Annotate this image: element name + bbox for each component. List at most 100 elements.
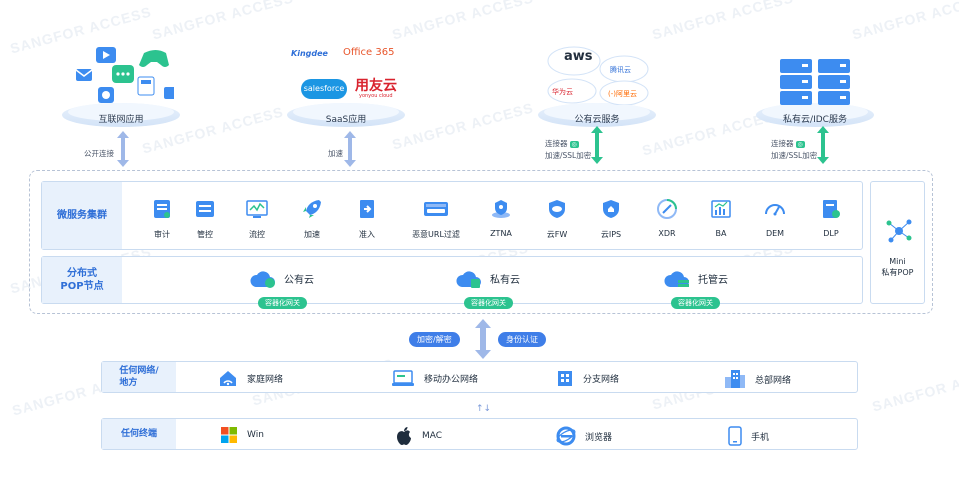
gateway-badge: 容器化网关 — [464, 297, 513, 309]
identity-auth-pill: 身份认证 — [498, 332, 546, 347]
small-arrows: ↑↓ — [476, 404, 492, 414]
source-label: 私有云/IDC服务 — [783, 115, 847, 125]
bidirectional-arrow — [591, 126, 603, 164]
svc-url-filter: 恶意URL过滤 — [402, 198, 470, 240]
svc-dem: DEM — [746, 198, 804, 238]
pop-label: 私有云 — [490, 274, 520, 286]
any-network-row: 任何网络/地方 家庭网络 移动办公网络 分支网络 总部网络 — [101, 361, 858, 393]
svc-label: 管控 — [197, 230, 213, 239]
svc-admission: 准入 — [338, 198, 396, 240]
source-saas: Kingdee Office 365 salesforce 用友云 yonyou… — [287, 27, 405, 127]
pop-public-cloud: 公有云 — [250, 267, 314, 289]
svc-acceleration: 加速 — [283, 198, 341, 240]
connector-badge: ◎ — [795, 141, 805, 148]
any-terminal-row: 任何终端 Win MAC 浏览器 手机 — [101, 418, 858, 450]
svc-label: 恶意URL过滤 — [412, 230, 460, 239]
bidirectional-arrow — [344, 131, 356, 167]
url-filter-icon — [424, 202, 448, 216]
svc-cloud-ips: 云IPS — [582, 198, 640, 240]
dlp-icon — [823, 200, 840, 218]
aliyun-logo: (-)阿里云 — [608, 90, 637, 98]
ie-browser-icon — [556, 426, 576, 446]
terminal-phone: 手机 — [728, 426, 769, 446]
row-title: 微服务集群 — [42, 182, 122, 249]
terminal-mac: MAC — [395, 426, 442, 446]
bidirectional-arrow — [475, 319, 491, 359]
audit-icon — [154, 200, 170, 218]
terminal-label: MAC — [422, 431, 443, 441]
link-caption: 公开连接 — [84, 149, 114, 158]
pop-label: 公有云 — [284, 274, 314, 286]
cloud-ips-icon — [603, 200, 619, 218]
terminal-browser: 浏览器 — [556, 426, 612, 446]
svc-ba: BA — [692, 198, 750, 238]
terminal-label: Win — [247, 430, 264, 440]
network-mobile-office: 移动办公网络 — [391, 369, 478, 387]
aws-logo: aws — [564, 49, 593, 64]
microservice-cluster: 微服务集群 审计 管控 流控 加速 准入 恶意URL过滤 ZTNA 云FW 云I… — [41, 181, 863, 250]
office365-logo: Office 365 — [343, 47, 395, 58]
svc-control: 管控 — [176, 198, 234, 240]
watermark: SANGFOR ACCESS — [870, 361, 959, 415]
source-label: SaaS应用 — [325, 115, 367, 125]
managed-cloud-icon — [664, 271, 689, 287]
pedestal-top — [762, 103, 868, 121]
link-caption: 加速/SSL加密 — [771, 151, 818, 160]
huawei-logo: 华为云 — [552, 88, 573, 96]
network-home: 家庭网络 — [218, 369, 283, 387]
network-label: 总部网络 — [755, 375, 792, 386]
private-cloud-icon — [456, 271, 481, 288]
gateway-badge: 容器化网关 — [671, 297, 720, 309]
svc-ztna: ZTNA — [472, 198, 530, 238]
link-caption: 加速/SSL加密 — [545, 151, 592, 160]
connector-badge: ◎ — [569, 141, 579, 148]
terminal-label: 手机 — [751, 432, 770, 443]
terminal-label: 浏览器 — [585, 432, 613, 443]
terminal-windows: Win — [220, 426, 264, 444]
ztna-icon — [492, 200, 510, 218]
svc-label: 云FW — [546, 230, 568, 239]
gateway-badge: 容器化网关 — [258, 297, 307, 309]
home-wifi-icon — [220, 371, 236, 386]
sase-platform — [29, 170, 933, 314]
source-public-cloud: aws 腾讯云 华为云 (-)阿里云 公有云服务 — [538, 27, 656, 127]
pop-managed-cloud: 托管云 — [664, 267, 728, 289]
pedestal-top — [293, 103, 399, 121]
rocket-icon — [303, 200, 321, 218]
xdr-icon — [657, 199, 677, 219]
pop-private-cloud: 私有云 — [456, 267, 520, 289]
control-icon — [196, 201, 214, 217]
svc-audit: 审计 — [133, 198, 191, 240]
network-branch: 分支网络 — [556, 369, 619, 387]
connector-caption: 连接器◎ — [545, 139, 579, 148]
svc-label: 加速 — [304, 230, 320, 239]
svc-label: DEM — [765, 229, 785, 238]
svc-label: BA — [715, 229, 727, 238]
windows-icon — [221, 427, 237, 443]
network-node-icon — [886, 219, 912, 243]
source-label: 互联网应用 — [98, 115, 144, 125]
svc-label: 准入 — [359, 230, 375, 239]
network-label: 移动办公网络 — [424, 374, 479, 385]
source-label: 公有云服务 — [574, 115, 620, 125]
tencent-logo: 腾讯云 — [610, 66, 631, 74]
svc-label: DLP — [823, 229, 839, 238]
hq-building-icon — [725, 370, 745, 388]
svc-label: XDR — [658, 229, 676, 238]
source-internet-apps: 互联网应用 — [62, 27, 180, 127]
laptop-icon — [392, 370, 414, 386]
svc-label: 审计 — [154, 230, 170, 239]
link-caption: 加速 — [328, 149, 343, 158]
svc-dlp: DLP — [802, 198, 860, 238]
phone-icon — [728, 426, 742, 446]
svc-label: ZTNA — [490, 229, 512, 238]
pedestal-top — [544, 103, 650, 121]
apple-icon — [397, 427, 411, 445]
pop-label: 托管云 — [698, 274, 728, 286]
public-cloud-icon — [250, 271, 275, 288]
internet-apps-icon — [75, 47, 174, 103]
ba-icon — [711, 200, 731, 218]
svc-xdr: XDR — [638, 198, 696, 238]
